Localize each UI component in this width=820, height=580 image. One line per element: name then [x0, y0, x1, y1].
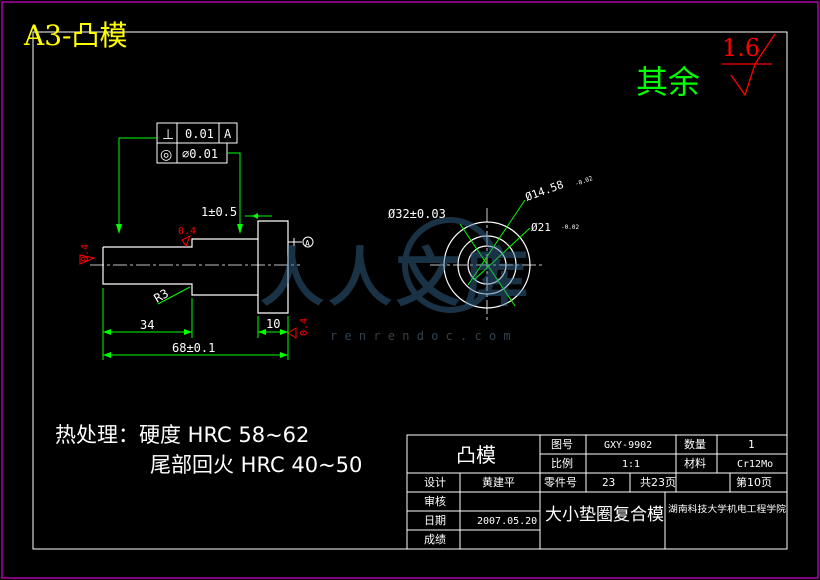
tb-qty-label: 数量: [684, 438, 706, 451]
leader-arrow-2: [237, 224, 243, 234]
tb-material-label: 材料: [684, 456, 706, 470]
roughness-value: 1.6: [722, 34, 760, 62]
dim-10: 10: [266, 317, 280, 331]
dim-dia-21: Ø21: [531, 221, 551, 234]
tb-date: 2007.05.20: [477, 516, 537, 527]
dim-34: 34: [140, 318, 154, 332]
length-dimension-lines: [102, 288, 289, 360]
arrow-68-l: [103, 352, 111, 358]
radius-leader: [157, 286, 191, 305]
dim-dia-21-tol: -0.02: [561, 224, 579, 231]
tol-value-1: 0.01: [185, 127, 214, 141]
tb-scale: 1:1: [622, 459, 640, 470]
tb-designer: 黄建平: [482, 475, 515, 489]
note-line-1: 热处理：硬度 HRC 58~62: [55, 423, 309, 447]
dim-step: 1±0.5: [201, 205, 237, 219]
left-rough-mark: [79, 254, 96, 265]
dim-dia-14-tol: -0.02: [574, 175, 594, 188]
tb-reviewer-label: 审核: [424, 494, 446, 508]
tol-datum-1: A: [224, 127, 232, 141]
tb-qty: 1: [748, 438, 755, 451]
arrow-34-r: [184, 329, 192, 335]
title-block-grid: [406, 434, 788, 550]
tb-designer-label: 设计: [424, 476, 446, 489]
watermark: 人人文库 r e n r e n d o c . c o m: [260, 217, 532, 343]
arrow-68-r: [280, 352, 288, 358]
end-view-leaders: [459, 199, 531, 307]
leader-arrow-1: [116, 224, 122, 234]
tb-grade-label: 成绩: [424, 533, 446, 546]
roughness-symbol: [722, 63, 772, 97]
sheet-title: A3-凸模: [23, 19, 128, 52]
arrow-34-l: [103, 329, 111, 335]
tol-symbol-perp: ⊥: [162, 127, 174, 143]
roughness-label: 其余: [636, 63, 700, 101]
roughness-leg: [754, 33, 776, 65]
dim-chamfer: 0.4: [178, 226, 196, 237]
dim-dia-32: Ø32±0.03: [388, 207, 446, 221]
dim-dia-14: Ø14.58: [524, 178, 566, 204]
dim-right-small: 0.4: [299, 318, 310, 336]
watermark-logo-text: 人人文库: [260, 242, 532, 316]
watermark-logo-ring: [402, 217, 498, 313]
tol-symbol-concentric: ◎: [160, 147, 172, 163]
tb-part-name: 凸模: [456, 443, 496, 467]
arrow-10-r: [280, 329, 288, 335]
dim-step-arrow: [252, 213, 258, 219]
arrow-10-l: [258, 329, 266, 335]
datum-circle: [302, 236, 314, 248]
right-rough-mark: [287, 327, 297, 339]
tb-scale-label: 比例: [551, 456, 573, 470]
tb-part-no: 23: [602, 476, 615, 489]
tb-date-label: 日期: [424, 514, 446, 527]
datum-label: A: [305, 239, 310, 248]
dim-radius: R3: [152, 286, 172, 305]
punch-side-view: [102, 220, 289, 314]
tb-school: 湖南科技大学机电工程学院: [668, 503, 786, 515]
tb-assembly-name: 大小垫圈复合模: [545, 505, 664, 525]
tb-total-pages: 共23页: [640, 476, 676, 489]
tol-value-2: ∅0.01: [182, 147, 218, 161]
tb-drawing-no-label: 图号: [551, 438, 573, 451]
tb-part-no-label: 零件号: [544, 476, 577, 489]
watermark-url: r e n r e n d o c . c o m: [330, 329, 511, 343]
chamfer-mark: [181, 234, 191, 248]
dim-left-small: 0.4: [80, 244, 91, 262]
note-line-2: 尾部回火 HRC 40~50: [150, 453, 362, 477]
dim-68: 68±0.1: [172, 341, 215, 355]
tb-material: Cr12Mo: [737, 459, 773, 470]
tb-drawing-no: GXY-9902: [604, 440, 652, 451]
tolerance-leaders: [118, 137, 241, 232]
tb-page: 第10页: [736, 475, 772, 489]
